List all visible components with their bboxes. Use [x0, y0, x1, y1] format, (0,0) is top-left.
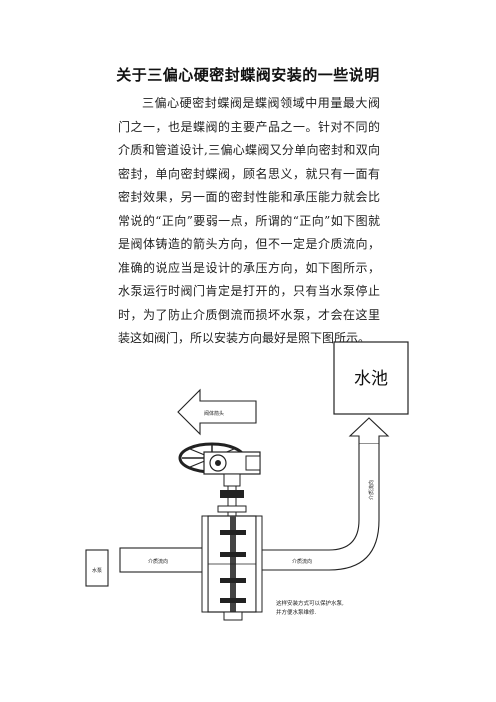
diagram-svg: 水池 介质流向 介质流向 介质流向 水泵 阀体箭头: [85, 341, 409, 621]
document-title: 关于三偏心硬密封蝶阀安装的一些说明: [116, 66, 380, 84]
up-arrowhead: [348, 417, 390, 445]
valve-body: [201, 515, 263, 621]
body-paragraph-container: 三偏心硬密封蝶阀是蝶阀领域中用量最大阀门之一，也是蝶阀的主要产品之一。针对不同的…: [118, 92, 380, 351]
flow-left-label: 介质流向: [148, 558, 168, 565]
gearbox-icon: [203, 451, 261, 475]
pump-label: 水泵: [92, 567, 102, 574]
flow-right-label: 介质流向: [292, 558, 312, 565]
note-line-1: 这样安装方式可以保护水泵,: [276, 599, 344, 607]
valve-stem: [217, 473, 247, 517]
valve-arrow-label: 阀体箭头: [204, 410, 224, 417]
water-pool-label: 水池: [354, 369, 388, 389]
flow-up-label: 介质流向: [368, 480, 375, 500]
note-line-2: 并方便水泵维修.: [276, 608, 317, 616]
valve-direction-arrow: [177, 388, 257, 436]
pump-box: [85, 549, 109, 587]
body-paragraph: 三偏心硬密封蝶阀是蝶阀领域中用量最大阀门之一，也是蝶阀的主要产品之一。针对不同的…: [118, 96, 380, 345]
installation-diagram: 水池 介质流向 介质流向 介质流向 水泵 阀体箭头: [80, 340, 420, 640]
water-pool-box: [333, 341, 409, 415]
